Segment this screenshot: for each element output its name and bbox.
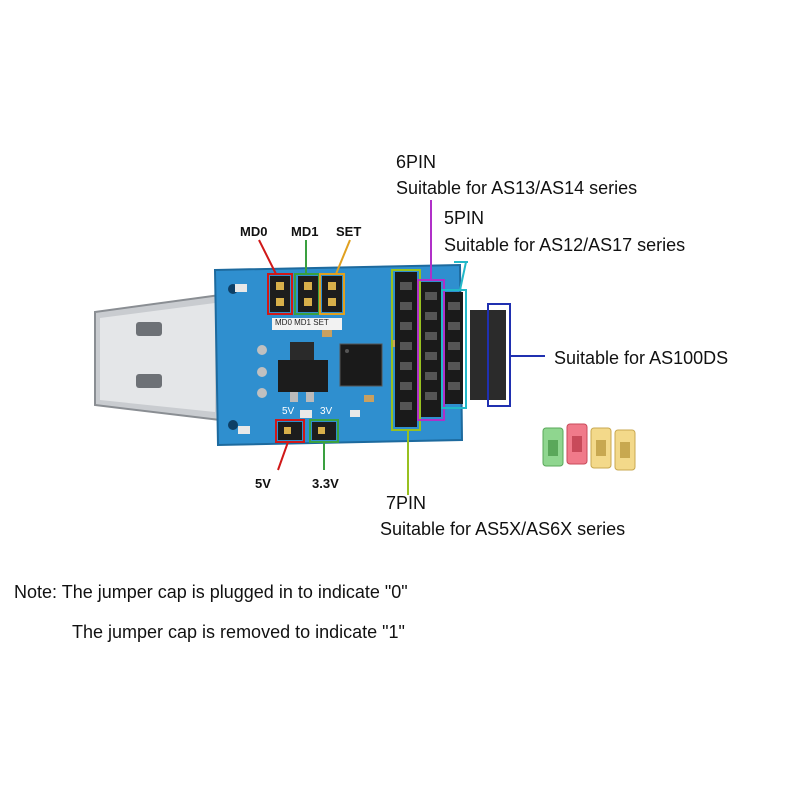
md0-label: MD0 bbox=[240, 224, 268, 239]
set-label: SET bbox=[336, 224, 362, 239]
five-pin-description: Suitable for AS12/AS17 series bbox=[444, 235, 686, 255]
silkscreen-3v-text: 3V bbox=[320, 406, 333, 417]
as100ds-label: Suitable for AS100DS bbox=[554, 348, 729, 368]
six-pin-description: Suitable for AS13/AS14 series bbox=[396, 178, 638, 198]
note-line-1: Note: The jumper cap is plugged in to in… bbox=[14, 582, 408, 602]
3v3-label: 3.3V bbox=[312, 476, 339, 491]
silkscreen-md-text: MD0 MD1 SET bbox=[275, 318, 329, 327]
set-pointer bbox=[335, 239, 351, 275]
md1-label: MD1 bbox=[291, 224, 319, 239]
md0-pointer bbox=[258, 239, 277, 275]
six-pin-header bbox=[417, 200, 445, 421]
silkscreen-5v-text: 5V bbox=[282, 406, 295, 417]
seven-pin-title: 7PIN bbox=[386, 493, 427, 513]
header-slots bbox=[400, 282, 460, 410]
silkscreen-md-plate bbox=[272, 318, 342, 330]
five-pin-title: 5PIN bbox=[444, 208, 485, 228]
power-jumper-header bbox=[275, 419, 339, 471]
jumper-caps bbox=[542, 423, 636, 471]
5v-label: 5V bbox=[255, 476, 271, 491]
mode-jumper-header bbox=[267, 273, 345, 315]
six-pin-title: 6PIN bbox=[396, 152, 437, 172]
as100ds-connector bbox=[470, 303, 545, 407]
seven-pin-description: Suitable for AS5X/AS6X series bbox=[380, 519, 626, 539]
note-line-2: The jumper cap is removed to indicate "1… bbox=[72, 622, 405, 642]
